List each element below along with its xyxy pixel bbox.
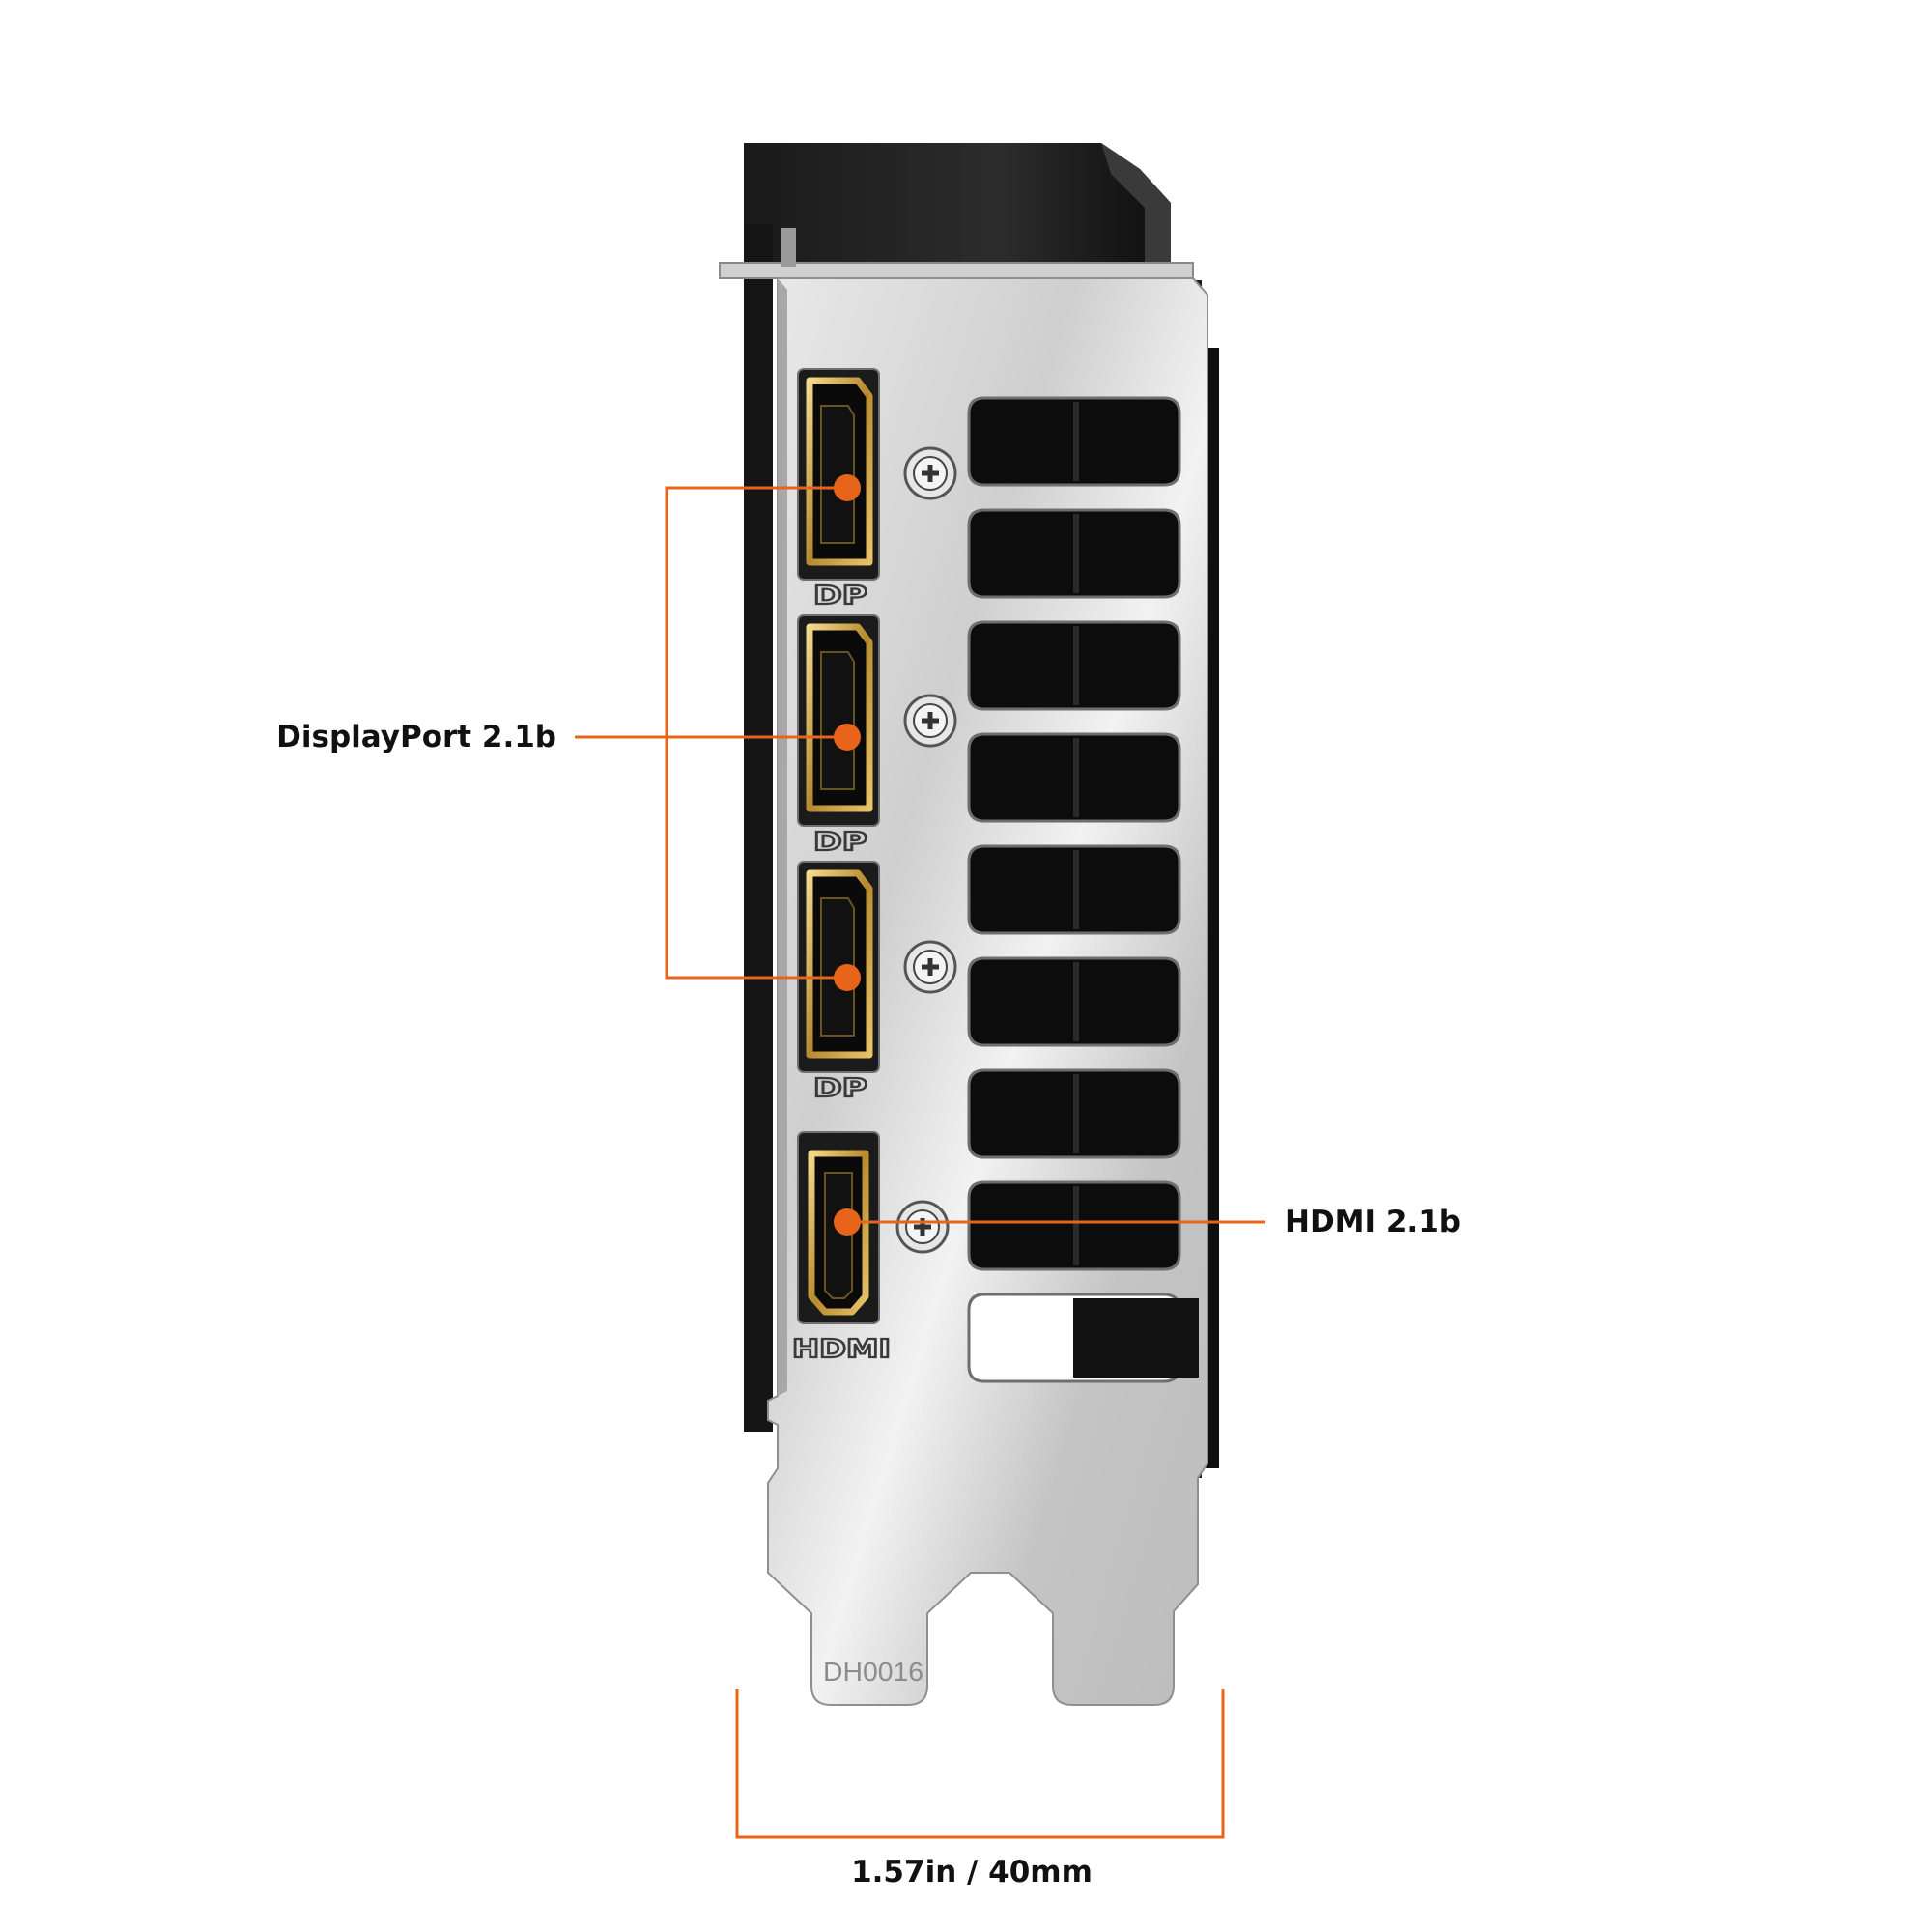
- displayport-callout-dot-1: [834, 474, 861, 501]
- vent-slots: [967, 396, 1199, 1383]
- hdmi-label: HDMI: [792, 1335, 891, 1364]
- heatsink-fin: [1073, 738, 1079, 817]
- heatsink-fin: [1073, 514, 1079, 593]
- width-callout-label: 1.57in / 40mm: [851, 1855, 1093, 1889]
- heatsink-fin: [1073, 402, 1079, 481]
- heatsink-fin: [1073, 850, 1079, 929]
- screw-3: [903, 940, 957, 994]
- screw-2: [903, 694, 957, 748]
- displayport-3: [797, 861, 880, 1073]
- heatsink-fin: [1073, 1074, 1079, 1153]
- hdmi-callout-label: HDMI 2.1b: [1285, 1205, 1461, 1239]
- dp-label-3: DP: [813, 1074, 867, 1103]
- dp-label-1: DP: [813, 582, 867, 611]
- heatsink-fin: [1073, 962, 1079, 1041]
- screw-1: [903, 446, 957, 500]
- displayport-callout-lines: [575, 486, 847, 980]
- hdmi-callout-line: [834, 1208, 1265, 1236]
- displayport-2: [797, 614, 880, 827]
- dp-label-2: DP: [813, 828, 867, 857]
- heatsink-fin: [1073, 1186, 1079, 1265]
- displayport-1: [797, 368, 880, 581]
- displayport-callout-dot-3: [834, 964, 861, 991]
- displayport-callout-label: DisplayPort 2.1b: [276, 720, 556, 754]
- displayport-callout-dot-2: [834, 724, 861, 751]
- bracket-edge: [778, 278, 787, 1396]
- part-code: DH0016: [823, 1657, 923, 1687]
- heatsink-fin: [1073, 1298, 1199, 1378]
- width-dimension-line: [735, 1689, 1225, 1839]
- screw-4: [895, 1200, 950, 1254]
- heatsink-fin: [1073, 626, 1079, 705]
